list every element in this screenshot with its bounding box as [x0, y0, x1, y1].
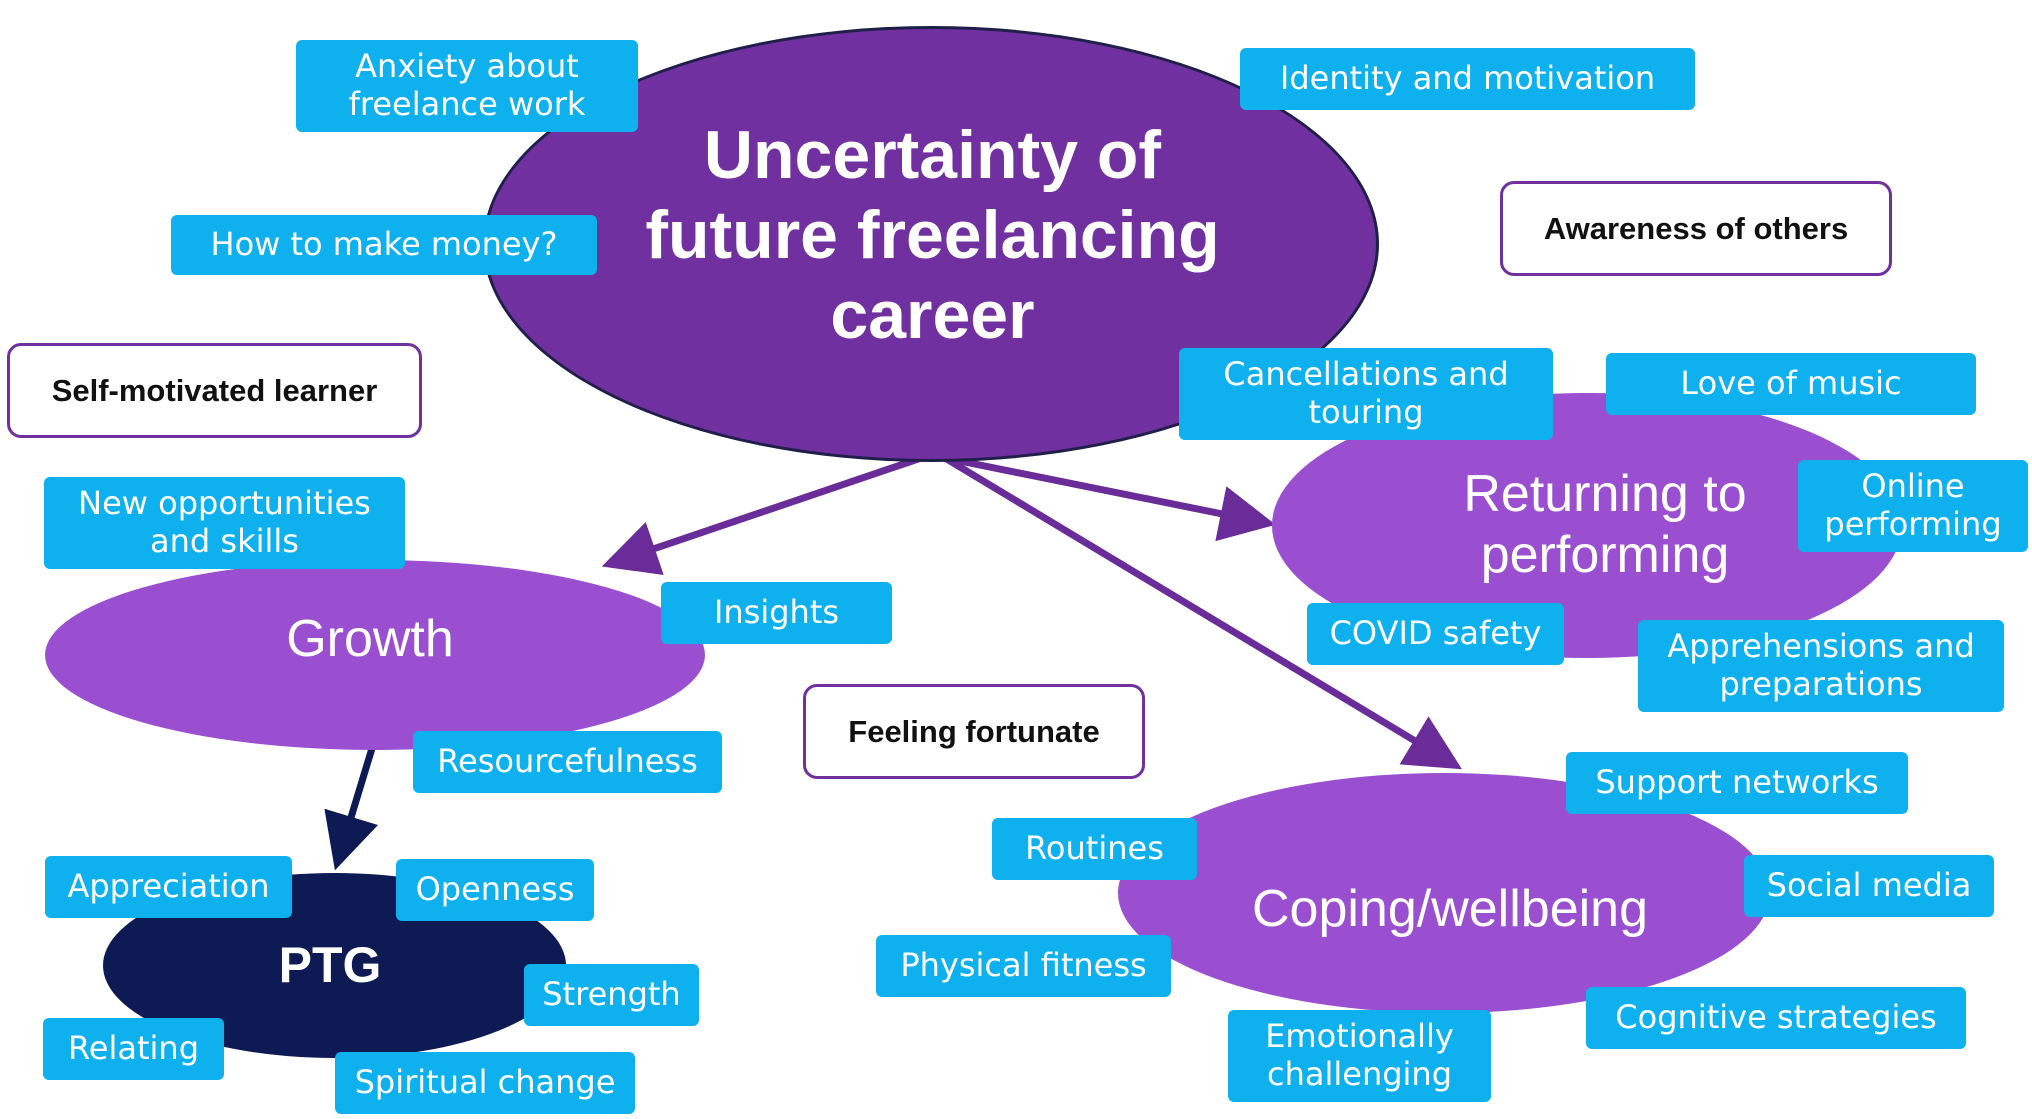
identity-motivation-tag: Identity and motivation: [1240, 48, 1695, 110]
cancellations-touring-tag: Cancellations and touring: [1179, 348, 1553, 440]
growth-theme-label: Growth: [286, 610, 454, 669]
make-money-tag: How to make money?: [171, 215, 597, 275]
strength-tag: Strength: [524, 964, 699, 1026]
anxiety-freelance-tag: Anxiety about freelance work: [296, 40, 638, 132]
feeling-fortunate-box: Feeling fortunate: [803, 684, 1145, 779]
growth-theme-ellipse: [45, 560, 705, 750]
relating-tag: Relating: [43, 1018, 224, 1080]
appreciation-tag: Appreciation: [45, 856, 292, 918]
cognitive-strategies-tag: Cognitive strategies: [1586, 987, 1966, 1049]
openness-tag: Openness: [396, 859, 594, 921]
arrow-central-to-coping: [943, 455, 1462, 770]
covid-safety-tag: COVID safety: [1307, 603, 1564, 665]
central-theme-title: Uncertainty of future freelancing career: [645, 116, 1220, 354]
coping-theme-label: Coping/wellbeing: [1251, 880, 1649, 939]
insights-tag: Insights: [661, 582, 892, 644]
self-motivated-learner-box: Self-motivated learner: [7, 343, 422, 438]
apprehensions-preparations-tag: Apprehensions and preparations: [1638, 620, 2004, 712]
ptg-theme-label: PTG: [278, 936, 382, 993]
arrow-growth-to-ptg: [324, 743, 378, 871]
spiritual-change-tag: Spiritual change: [335, 1052, 635, 1114]
arrow-central-to-returning: [949, 455, 1276, 542]
physical-fitness-tag: Physical fitness: [876, 935, 1171, 997]
returning-theme-label: Returning to performing: [1463, 464, 1747, 584]
emotionally-challenging-tag: Emotionally challenging: [1228, 1010, 1491, 1102]
love-of-music-tag: Love of music: [1606, 353, 1976, 415]
resourcefulness-tag: Resourcefulness: [413, 731, 722, 793]
support-networks-tag: Support networks: [1566, 752, 1908, 814]
social-media-tag: Social media: [1744, 855, 1994, 917]
awareness-of-others-box: Awareness of others: [1500, 181, 1892, 276]
routines-tag: Routines: [992, 818, 1197, 880]
online-performing-tag: Online performing: [1798, 460, 2028, 552]
new-opportunities-tag: New opportunities and skills: [44, 477, 405, 569]
arrow-central-to-growth: [601, 451, 932, 576]
